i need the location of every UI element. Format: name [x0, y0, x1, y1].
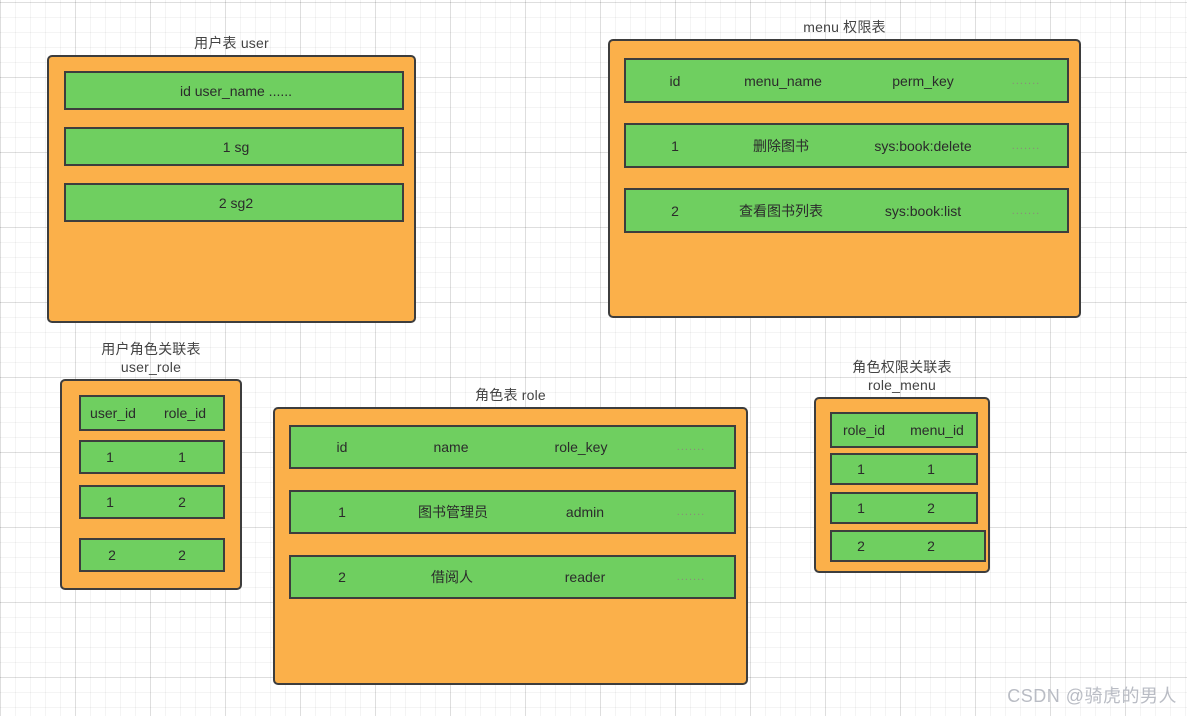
header-cell-menu-more: .......: [1011, 74, 1041, 87]
row-cell-role-id: 1: [338, 504, 346, 520]
header-cell-role-more: .......: [676, 441, 706, 453]
table-row: 1 删除图书 sys:book:delete .......: [624, 123, 1069, 168]
row-cell-role-menu-roleid: 1: [857, 461, 865, 477]
header-cell-role-id: id: [336, 439, 348, 455]
table-title-user-role: 用户角色关联表 user_role: [101, 341, 201, 375]
table-row: 1 2: [830, 492, 978, 524]
row-cell-user-role-roleid: 2: [178, 494, 186, 510]
row-cell-role-id: 2: [338, 569, 346, 585]
header-cell-menu-id: id: [669, 72, 681, 89]
table-box-user[interactable]: id user_name ...... 1 sg 2 sg2: [47, 55, 416, 323]
table-row: 1 图书管理员 admin .......: [289, 490, 736, 534]
table-row: 1 2: [79, 485, 225, 519]
header-cell-menu-permkey: perm_key: [892, 72, 954, 89]
table-header-row-role-menu: role_id menu_id: [830, 412, 978, 448]
table-box-menu[interactable]: id menu_name perm_key ....... 1 删除图书 sys…: [608, 39, 1081, 318]
header-cell-user-role-roleid: role_id: [163, 405, 207, 421]
table-row: 2 2: [830, 530, 986, 562]
row-cell-user-role-userid: 1: [106, 449, 114, 465]
row-cell-role-name: 借阅人: [431, 569, 473, 585]
table-header-row-role: id name role_key .......: [289, 425, 736, 469]
table-row: 2 查看图书列表 sys:book:list .......: [624, 188, 1069, 233]
table-title-user: 用户表 user: [194, 35, 269, 51]
table-header-row-user: id user_name ......: [64, 71, 404, 110]
row-cell-role-menu-roleid: 2: [857, 538, 865, 554]
row-cell-role-menu-roleid: 1: [857, 500, 865, 516]
row-cell-role-menu-menuid: 2: [927, 500, 935, 516]
row-cell-user-role-userid: 2: [108, 547, 116, 563]
header-cell-role-rolekey: role_key: [554, 439, 608, 455]
row-cell-menu-permkey: sys:book:delete: [874, 137, 972, 154]
row-cell-menu-more: .......: [1011, 139, 1041, 152]
table-header-row-menu: id menu_name perm_key .......: [624, 58, 1069, 103]
header-cell-role-name: name: [433, 439, 469, 455]
table-row: 2 sg2: [64, 183, 404, 222]
header-cell-role-menu-roleid: role_id: [842, 422, 886, 438]
header-cell-user-role-userid: user_id: [90, 405, 136, 421]
table-group-user: 用户表 user id user_name ...... 1 sg 2 sg2: [47, 34, 416, 323]
row-cell-user-1: 1 sg: [222, 138, 250, 155]
table-group-role: 角色表 role id name role_key ....... 1 图书管理…: [273, 386, 748, 685]
table-group-role-menu: 角色权限关联表 role_menu role_id menu_id 1 1 1 …: [814, 358, 990, 573]
row-cell-user-role-roleid: 1: [178, 449, 186, 465]
table-header-row-user-role: user_id role_id: [79, 395, 225, 431]
row-cell-role-menu-menuid: 1: [927, 461, 935, 477]
row-cell-menu-more: .......: [1011, 204, 1041, 217]
table-box-role-menu[interactable]: role_id menu_id 1 1 1 2 2 2: [814, 397, 990, 573]
table-group-menu: menu 权限表 id menu_name perm_key ....... 1…: [608, 18, 1081, 318]
table-title-menu: menu 权限表: [803, 19, 886, 35]
watermark: CSDN @骑虎的男人: [1007, 686, 1177, 706]
table-row: 1 1: [830, 453, 978, 485]
row-cell-role-more: .......: [676, 506, 706, 518]
header-cell-menu-name: menu_name: [744, 72, 822, 89]
row-cell-user-role-roleid: 2: [178, 547, 186, 563]
row-cell-menu-permkey: sys:book:list: [884, 202, 962, 219]
header-cell-user-free: id user_name ......: [179, 82, 293, 99]
row-cell-user-role-userid: 1: [106, 494, 114, 510]
table-group-user-role: 用户角色关联表 user_role user_id role_id 1 1 1 …: [60, 340, 242, 590]
table-row: 2 2: [79, 538, 225, 572]
row-cell-role-name: 图书管理员: [418, 504, 488, 520]
row-cell-user-2: 2 sg2: [218, 194, 254, 211]
row-cell-menu-id: 1: [671, 137, 679, 154]
row-cell-role-more: .......: [676, 571, 706, 583]
table-box-role[interactable]: id name role_key ....... 1 图书管理员 admin .…: [273, 407, 748, 685]
header-cell-role-menu-menuid: menu_id: [910, 422, 964, 438]
row-cell-role-rolekey: admin: [565, 504, 605, 520]
table-row: 1 sg: [64, 127, 404, 166]
table-row: 2 借阅人 reader .......: [289, 555, 736, 599]
row-cell-role-menu-menuid: 2: [927, 538, 935, 554]
row-cell-menu-name: 删除图书: [753, 137, 809, 154]
table-box-user-role[interactable]: user_id role_id 1 1 1 2 2 2: [60, 379, 242, 590]
table-row: 1 1: [79, 440, 225, 474]
table-title-role-menu: 角色权限关联表 role_menu: [852, 359, 952, 393]
row-cell-menu-name: 查看图书列表: [739, 202, 823, 219]
row-cell-role-rolekey: reader: [564, 569, 606, 585]
table-title-role: 角色表 role: [475, 387, 546, 403]
row-cell-menu-id: 2: [671, 202, 679, 219]
